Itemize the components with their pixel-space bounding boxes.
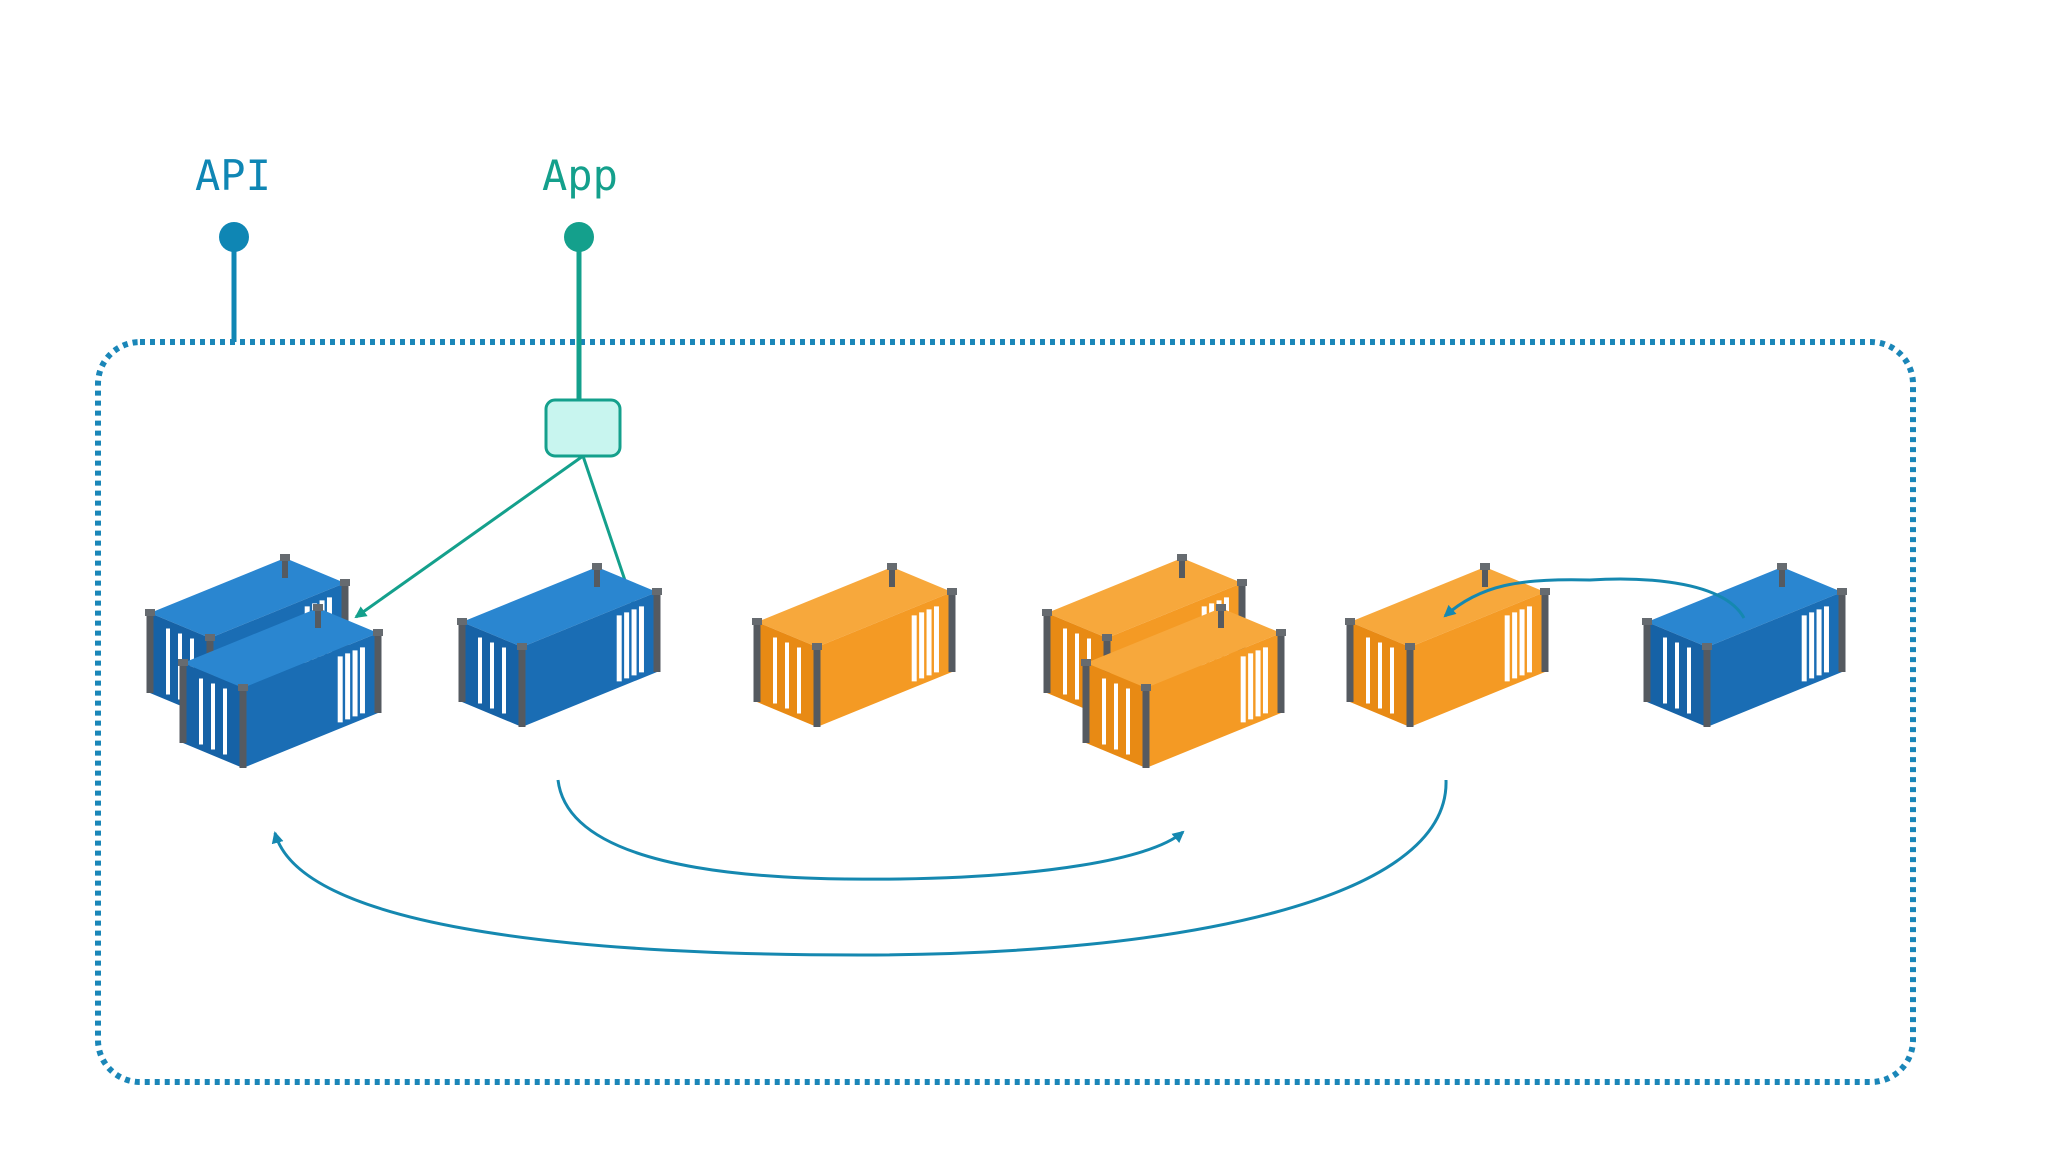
app-endpoint <box>564 222 594 400</box>
containers-layer <box>145 554 1847 768</box>
cluster-boundary <box>95 339 1916 1085</box>
container-orange-1 <box>752 563 957 727</box>
migration-arrow-bottom <box>271 779 1448 957</box>
api-label: API <box>195 151 271 200</box>
migration-arrow-top <box>1443 577 1746 619</box>
service-router-box[interactable] <box>544 398 622 458</box>
api-endpoint <box>219 222 249 342</box>
route-arrow-left <box>354 454 584 619</box>
app-label: App <box>542 151 618 200</box>
container-blue-1-front <box>178 604 383 768</box>
container-orange-2-front <box>1081 604 1286 768</box>
container-orange-3 <box>1345 563 1550 727</box>
container-blue-3 <box>1642 563 1847 727</box>
migration-arrow-middle <box>556 779 1185 881</box>
container-blue-2 <box>457 563 662 727</box>
